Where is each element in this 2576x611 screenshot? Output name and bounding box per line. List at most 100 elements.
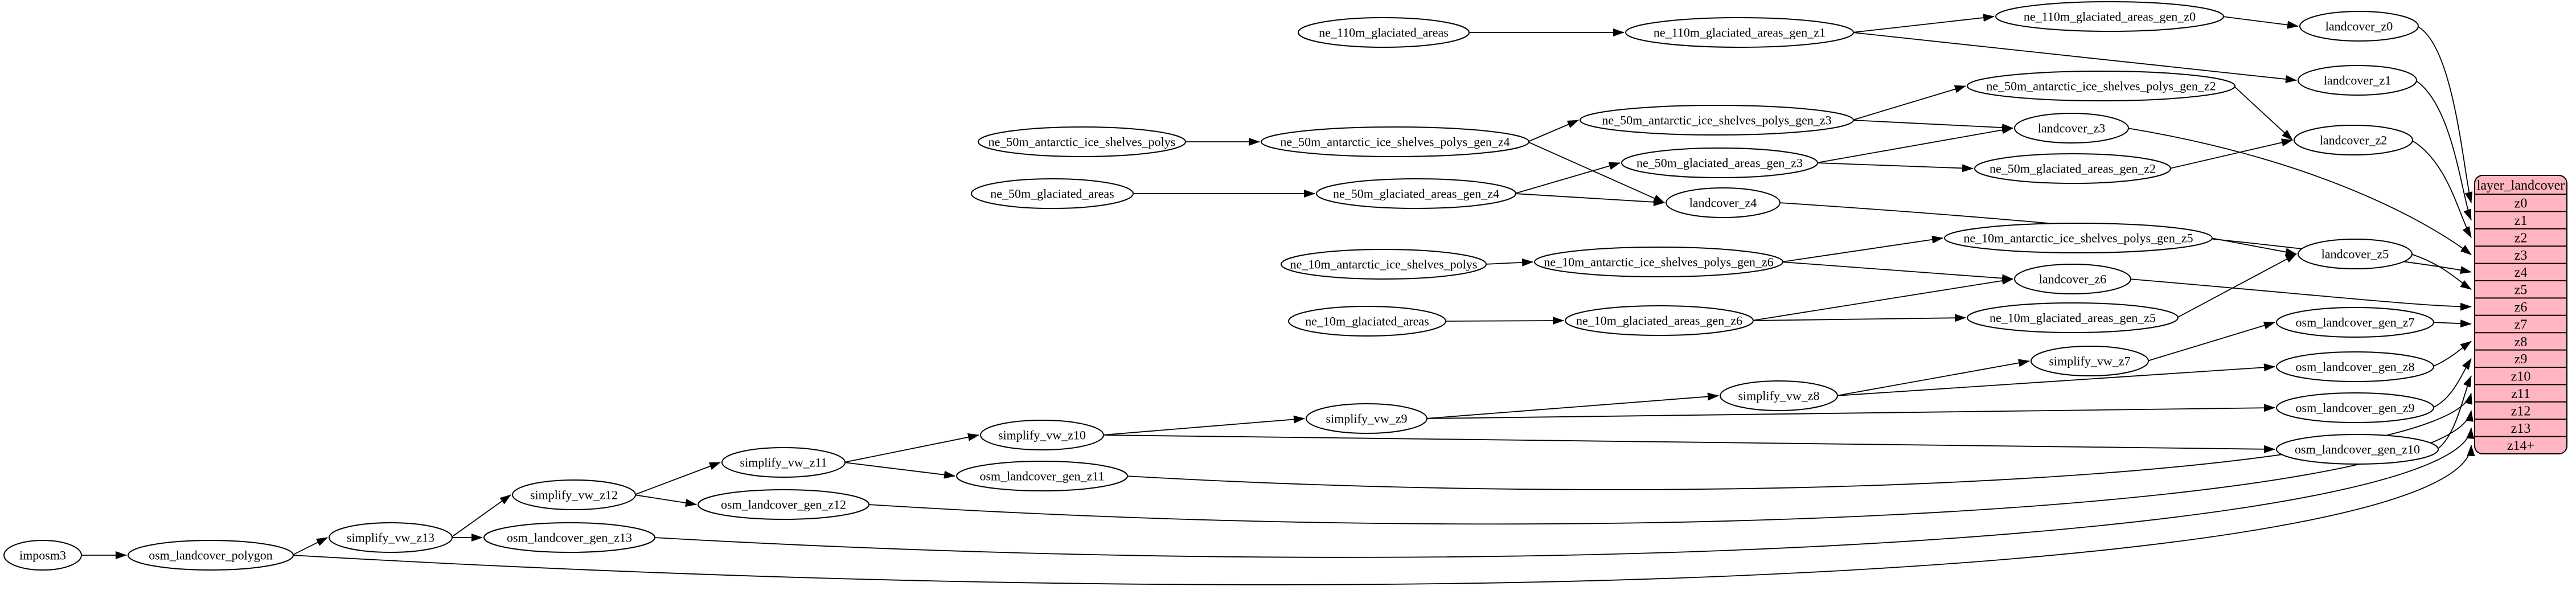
edge-osm_landcover_gen_z13-to-z13: [653, 427, 2475, 558]
node-ellipse-osm_landcover_polygon: [128, 540, 294, 571]
edge-ne_110m_glaciated_areas_gen_z0-to-landcover_z0: [2222, 16, 2299, 29]
table-title: layer_landcover: [2477, 178, 2565, 193]
node-ellipse-osm_landcover_gen_z12: [698, 489, 869, 520]
node-ellipse-ne_110m_glaciated_areas_gen_z1: [1625, 17, 1854, 48]
edge-simplify_vw_z9-to-osm_landcover_gen_z9: [1425, 404, 2275, 419]
node-label-landcover_z4: landcover_z4: [1689, 196, 1757, 210]
node-ellipse-landcover_z5: [2298, 239, 2413, 269]
node-ellipse-landcover_z1: [2298, 65, 2417, 96]
node-label-ne_50m_glaciated_areas_gen_z3: ne_50m_glaciated_areas_gen_z3: [1636, 156, 1803, 170]
node-ellipse-ne_110m_glaciated_areas: [1298, 17, 1470, 48]
node-label-landcover_z6: landcover_z6: [2039, 272, 2107, 286]
layer-landcover-table: layer_landcoverz0z1z2z3z4z5z6z7z8z9z10z1…: [2474, 175, 2567, 454]
table-row-z2: z2: [2515, 231, 2528, 245]
node-ellipse-simplify_vw_z8: [1720, 380, 1838, 411]
node-label-landcover_z2: landcover_z2: [2320, 133, 2388, 147]
edge-ne_110m_glaciated_areas_gen_z1-to-landcover_z1: [1852, 32, 2297, 83]
node-label-ne_50m_glaciated_areas_gen_z4: ne_50m_glaciated_areas_gen_z4: [1333, 187, 1499, 201]
edge-simplify_vw_z10-to-simplify_vw_z9: [1102, 415, 1305, 436]
edge-simplify_vw_z9-to-simplify_vw_z8: [1425, 392, 1719, 419]
edge-ne_10m_antarctic_ice_shelves_polys-to-ne_10m_antarctic_ice_shelves_polys_gen_z6: [1484, 258, 1533, 266]
node-ne_50m_glaciated_areas_gen_z4: ne_50m_glaciated_areas_gen_z4: [1316, 178, 1516, 209]
edge-landcover_z4-to-z4: [1778, 202, 2472, 274]
node-landcover_z3: landcover_z3: [2014, 113, 2129, 143]
node-label-ne_110m_glaciated_areas: ne_110m_glaciated_areas: [1319, 26, 1449, 40]
node-osm_landcover_polygon: osm_landcover_polygon: [128, 540, 294, 571]
edge-ne_50m_glaciated_areas_gen_z4-to-landcover_z4: [1514, 193, 1665, 206]
node-label-imposm3: imposm3: [19, 548, 66, 563]
edge-osm_landcover_polygon-to-simplify_vw_z13: [292, 537, 328, 556]
table-row-z0: z0: [2515, 196, 2528, 211]
edge-landcover_z1-to-z1: [2415, 80, 2472, 221]
node-label-osm_landcover_gen_z7: osm_landcover_gen_z7: [2296, 315, 2415, 330]
node-ne_50m_antarctic_ice_shelves_polys: ne_50m_antarctic_ice_shelves_polys: [978, 126, 1186, 157]
node-ne_110m_glaciated_areas: ne_110m_glaciated_areas: [1298, 17, 1470, 48]
table-row-z1: z1: [2515, 214, 2528, 228]
node-imposm3: imposm3: [3, 540, 82, 571]
node-ellipse-simplify_vw_z10: [980, 420, 1104, 450]
edge-ne_110m_glaciated_areas_gen_z1-to-ne_110m_glaciated_areas_gen_z0: [1852, 14, 1995, 33]
edge-osm_landcover_gen_z8-to-z8: [2432, 341, 2472, 367]
node-osm_landcover_gen_z12: osm_landcover_gen_z12: [698, 489, 869, 520]
edges: [80, 14, 2475, 585]
node-ne_110m_glaciated_areas_gen_z0: ne_110m_glaciated_areas_gen_z0: [1995, 1, 2224, 32]
edge-osm_landcover_polygon-to-z14+: [292, 444, 2475, 585]
edge-osm_landcover_gen_z9-to-z9: [2432, 358, 2472, 408]
node-simplify_vw_z10: simplify_vw_z10: [980, 420, 1104, 450]
node-ellipse-ne_110m_glaciated_areas_gen_z0: [1995, 1, 2224, 32]
node-ellipse-ne_50m_antarctic_ice_shelves_polys_gen_z3: [1580, 105, 1854, 136]
node-label-simplify_vw_z11: simplify_vw_z11: [740, 456, 827, 470]
node-ellipse-simplify_vw_z9: [1306, 403, 1428, 434]
node-ellipse-ne_10m_antarctic_ice_shelves_polys: [1281, 249, 1487, 280]
node-ne_50m_antarctic_ice_shelves_polys_gen_z4: ne_50m_antarctic_ice_shelves_polys_gen_z…: [1261, 126, 1529, 157]
node-osm_landcover_gen_z10: osm_landcover_gen_z10: [2276, 434, 2439, 465]
node-label-osm_landcover_gen_z9: osm_landcover_gen_z9: [2296, 401, 2415, 415]
node-osm_landcover_gen_z13: osm_landcover_gen_z13: [483, 522, 655, 553]
edge-simplify_vw_z10-to-osm_landcover_gen_z10: [1102, 434, 2275, 453]
node-osm_landcover_gen_z9: osm_landcover_gen_z9: [2276, 392, 2434, 423]
node-label-ne_110m_glaciated_areas_gen_z1: ne_110m_glaciated_areas_gen_z1: [1654, 26, 1826, 40]
edge-simplify_vw_z13-to-simplify_vw_z12: [450, 494, 511, 538]
node-simplify_vw_z9: simplify_vw_z9: [1306, 403, 1428, 434]
table-row-z13: z13: [2511, 421, 2531, 436]
table-row-z6: z6: [2515, 300, 2528, 315]
table-row-z7: z7: [2515, 317, 2528, 332]
node-label-landcover_z5: landcover_z5: [2321, 247, 2389, 261]
node-ellipse-osm_landcover_gen_z9: [2276, 392, 2434, 423]
node-label-landcover_z3: landcover_z3: [2038, 121, 2106, 136]
node-label-ne_10m_antarctic_ice_shelves_polys_gen_z6: ne_10m_antarctic_ice_shelves_polys_gen_z…: [1544, 255, 1773, 269]
node-label-ne_50m_glaciated_areas: ne_50m_glaciated_areas: [990, 187, 1114, 201]
node-landcover_z0: landcover_z0: [2299, 11, 2419, 42]
edge-ne_50m_antarctic_ice_shelves_polys_gen_z3-to-ne_50m_antarctic_ice_shelves_polys_gen_z2: [1852, 85, 1966, 121]
edge-simplify_vw_z11-to-simplify_vw_z10: [843, 433, 979, 463]
node-ellipse-ne_10m_glaciated_areas: [1288, 306, 1446, 337]
edge-landcover_z3-to-z3: [2127, 128, 2472, 256]
node-label-osm_landcover_gen_z13: osm_landcover_gen_z13: [507, 531, 632, 545]
edge-landcover_z6-to-z6: [2129, 278, 2472, 311]
nodes: imposm3 osm_landcover_polygon simplify_vw_…: [3, 1, 2439, 571]
edge-ne_10m_antarctic_ice_shelves_polys_gen_z6-to-landcover_z6: [1781, 261, 2013, 282]
node-ellipse-imposm3: [3, 540, 82, 571]
table-row-z12: z12: [2511, 404, 2531, 419]
node-ellipse-ne_50m_antarctic_ice_shelves_polys: [978, 126, 1186, 157]
node-ne_10m_antarctic_ice_shelves_polys_gen_z6: ne_10m_antarctic_ice_shelves_polys_gen_z…: [1534, 247, 1783, 277]
node-osm_landcover_gen_z8: osm_landcover_gen_z8: [2276, 351, 2434, 382]
node-ellipse-landcover_z3: [2014, 113, 2129, 143]
node-ellipse-simplify_vw_z7: [2031, 346, 2149, 376]
node-ellipse-simplify_vw_z12: [512, 479, 636, 510]
node-label-simplify_vw_z13: simplify_vw_z13: [347, 531, 434, 545]
node-ellipse-ne_50m_glaciated_areas: [971, 178, 1134, 209]
node-label-simplify_vw_z12: simplify_vw_z12: [530, 488, 618, 502]
node-label-ne_10m_antarctic_ice_shelves_polys_gen_z5: ne_10m_antarctic_ice_shelves_polys_gen_z…: [1963, 231, 2193, 245]
edge-ne_50m_antarctic_ice_shelves_polys_gen_z3-to-landcover_z3: [1852, 120, 2013, 132]
edge-simplify_vw_z7-to-osm_landcover_gen_z7: [2147, 321, 2275, 362]
node-ne_50m_antarctic_ice_shelves_polys_gen_z2: ne_50m_antarctic_ice_shelves_polys_gen_z…: [1967, 71, 2235, 101]
node-ellipse-ne_50m_antarctic_ice_shelves_polys_gen_z2: [1967, 71, 2235, 101]
edge-simplify_vw_z11-to-osm_landcover_gen_z11: [843, 462, 955, 479]
node-simplify_vw_z11: simplify_vw_z11: [721, 447, 846, 478]
edge-simplify_vw_z12-to-simplify_vw_z11: [634, 462, 721, 495]
node-ellipse-simplify_vw_z13: [329, 522, 453, 553]
node-osm_landcover_gen_z7: osm_landcover_gen_z7: [2276, 307, 2434, 338]
